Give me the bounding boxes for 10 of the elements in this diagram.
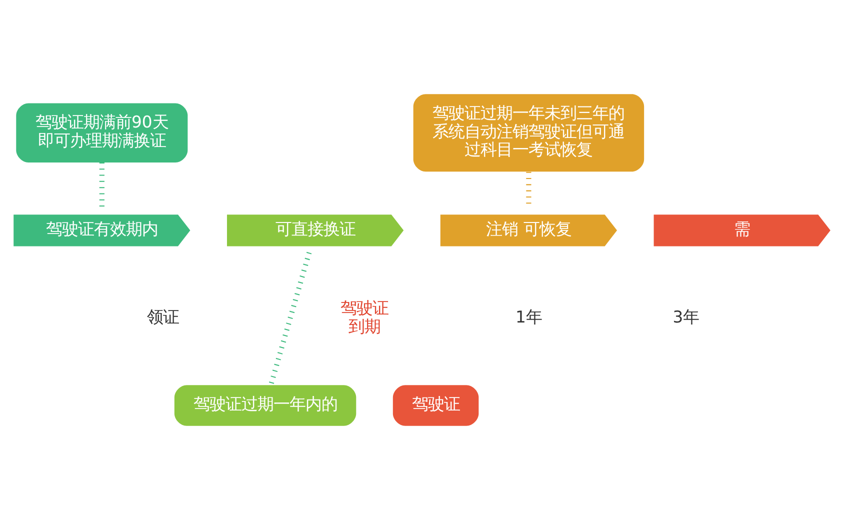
label: 3年 [672, 308, 699, 327]
node-box: 驾驶证 [392, 385, 478, 426]
label: 领证 [146, 308, 179, 327]
node-box: 驾驶证期满前90天即可办理期满换证 [16, 103, 188, 162]
connector [98, 162, 104, 208]
node-box: 驾驶证过期一年未到三年的系统自动注销驾驶证但可通过科目一考试恢复 [412, 94, 644, 172]
label: 1年 [515, 308, 542, 327]
label: 驾驶证到期 [340, 298, 388, 336]
node-box: 驾驶证过期一年内的 [174, 385, 356, 426]
connector [268, 252, 312, 386]
